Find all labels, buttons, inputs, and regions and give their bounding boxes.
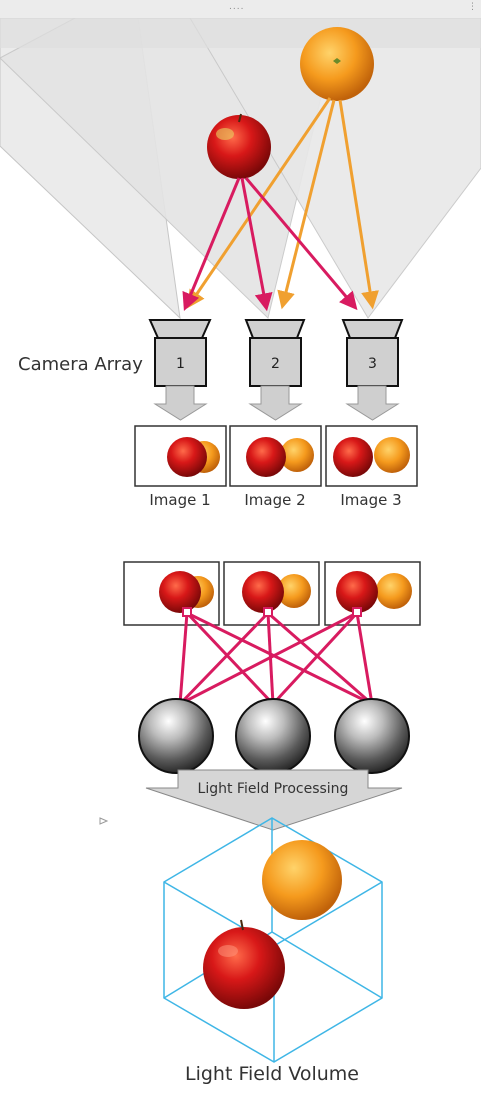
camera-1: 1 (148, 319, 212, 421)
volume-label: Light Field Volume (185, 1063, 359, 1085)
apple-object (207, 113, 271, 179)
apple-rays (182, 177, 358, 312)
camera-3: 3 (341, 319, 404, 421)
image-3-label: Image 3 (340, 491, 401, 509)
camera-1-label: 1 (176, 356, 185, 372)
match-lines (178, 611, 374, 706)
camera-frustums (0, 18, 481, 320)
window-top-bar: .... ⋮ (0, 0, 481, 19)
image-1-frame (134, 425, 227, 487)
window-menu-icon[interactable]: ⋮ (468, 2, 477, 12)
camera-2-label: 2 (271, 356, 280, 372)
match-image-3 (324, 561, 421, 626)
image-3-frame (325, 425, 418, 487)
feature-points (182, 607, 362, 617)
camera-2: 2 (244, 319, 306, 421)
processing-label: Light Field Processing (198, 781, 349, 797)
camera-array-label: Camera Array (18, 354, 143, 375)
orange-object (300, 27, 374, 101)
image-1-label: Image 1 (149, 491, 210, 509)
match-image-1 (123, 561, 220, 626)
volume-orange-object (262, 840, 342, 920)
image-2-frame (229, 425, 322, 487)
camera-3-label: 3 (368, 356, 377, 372)
volume-apple-object (203, 919, 285, 1009)
drag-handle-icon[interactable]: .... (229, 2, 245, 12)
orange-rays (186, 97, 379, 310)
image-2-label: Image 2 (244, 491, 305, 509)
light-field-diagram: 1 2 3 Camera Array (0, 18, 481, 1085)
pointer-marker-icon (99, 817, 109, 825)
processing-arrow (145, 769, 403, 831)
processing-spheres (138, 698, 410, 774)
